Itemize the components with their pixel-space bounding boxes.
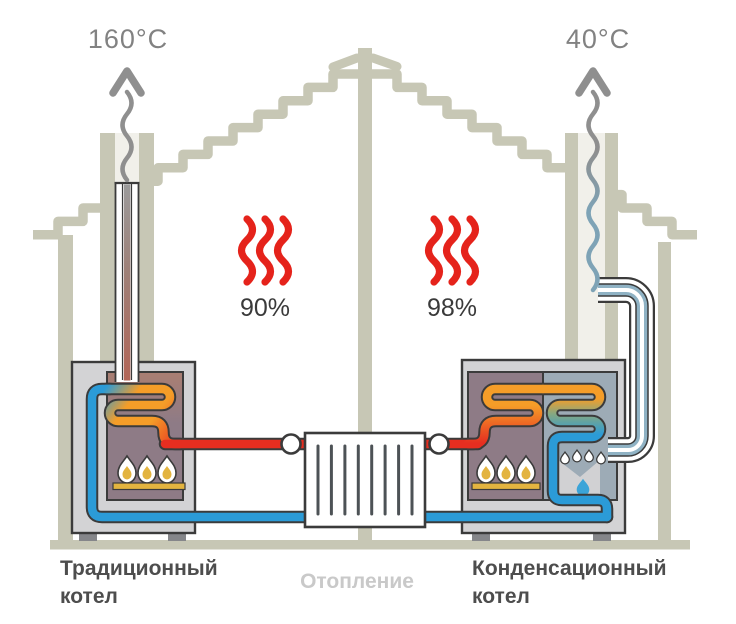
smoke-wave [586,89,600,293]
boiler-foot [593,530,611,541]
exhaust-channel [123,184,131,381]
left-efficiency-value: 90% [239,294,291,322]
right-exhaust [575,67,611,293]
radiator [303,431,427,529]
heat-waves-right-icon [424,215,480,286]
bubble-icon [584,448,594,463]
center-wall [358,48,372,549]
right-efficiency-value: 98% [426,294,478,322]
left-chimney-wall [100,133,115,362]
flame-core [122,466,132,480]
house-structure [33,48,697,550]
left-exhaust [109,67,145,183]
condensate-bubbles [560,448,606,465]
bubble-icon [596,450,606,465]
valve-icon [280,433,302,455]
left-heat-exchanger-coil [101,384,185,449]
radiator-body [303,431,427,529]
exhaust-arrow-icon [575,67,611,97]
bubble-icon [572,448,582,463]
flame-core [162,466,172,480]
flue-outer-lines [114,183,140,382]
right-exhaust-temperature: 40°C [565,24,631,54]
burner-flames [476,454,536,484]
flame-core [521,466,531,480]
cold-water-pipe [87,384,612,522]
burner-bar [112,482,186,491]
floor [50,540,690,550]
coaxial-flue-pipe [598,277,655,463]
flame-core [481,466,491,480]
caption-traditional-boiler: Традиционный котел [60,557,218,609]
condensate-tray [558,460,600,494]
left-flue-pipe [114,181,140,382]
flame-core [142,466,152,480]
smoke-wave [120,89,134,183]
roof-ridge-cap [328,53,402,72]
right-chimney-wall [565,133,578,360]
boiler-foot [472,530,490,541]
flame-core [501,466,511,480]
left-outer-wall [58,235,73,549]
flue-inner-lines [121,184,133,380]
right-condensing-coil [538,384,612,522]
right-roof [372,69,697,240]
left-chimney-wall [139,133,154,362]
right-combustion-coil [463,384,548,449]
radiator-fins [316,444,414,516]
burner-flames [117,454,177,484]
boiler-foot [168,530,186,541]
right-chimney-wall [605,133,618,360]
left-roof [33,69,358,240]
bubble-icon [560,450,570,465]
right-chimney [565,133,618,360]
right-outer-wall [658,242,671,549]
boiler-foot [79,530,97,541]
caption-heating: Отопление [300,570,414,593]
exhaust-arrow-icon [109,67,145,97]
valve-icon [428,433,450,455]
condensate-droplet-icon [576,478,590,496]
heat-waves-left-icon [237,215,293,286]
burner-bar [471,482,541,491]
caption-condensing-boiler: Конденсационный котел [472,557,667,609]
left-exhaust-temperature: 160°C [87,24,169,54]
